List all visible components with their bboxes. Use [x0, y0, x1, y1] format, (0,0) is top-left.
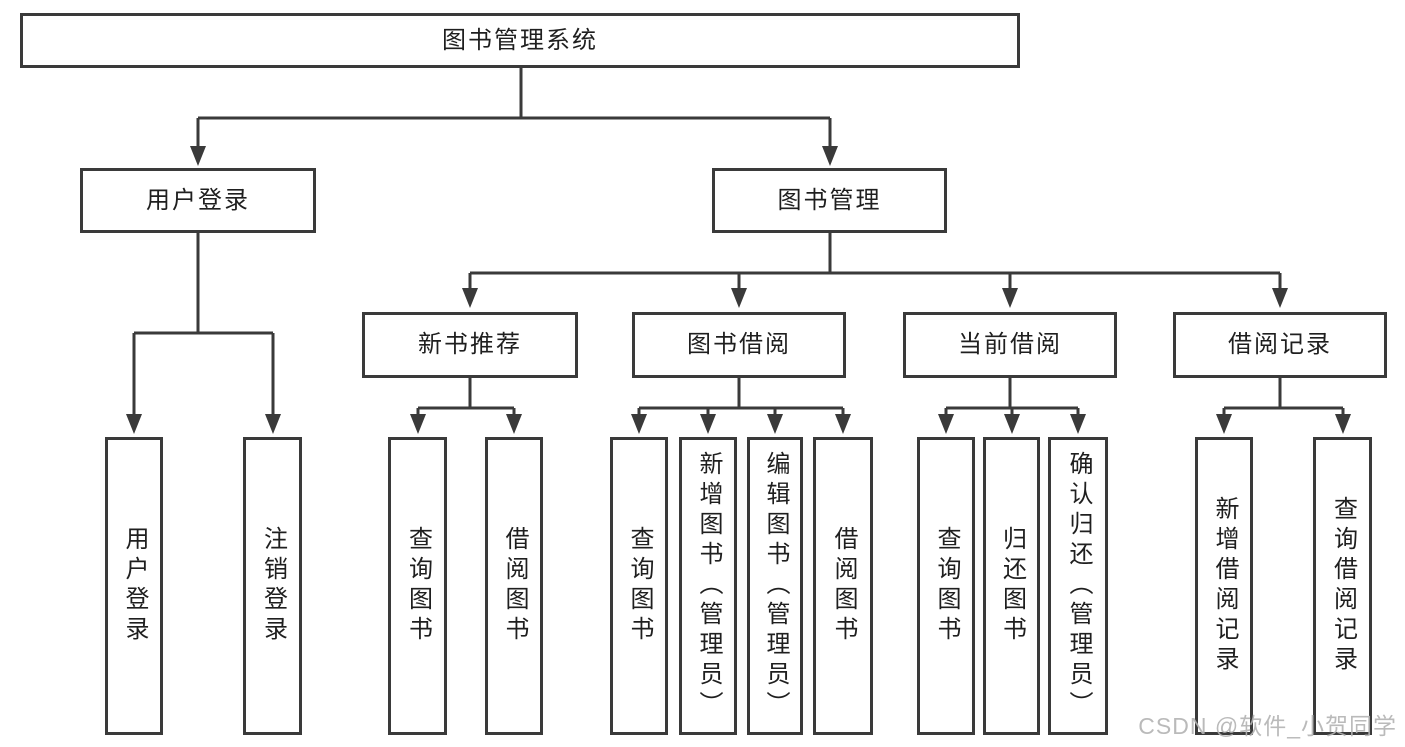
node-new-book-recommend: 新书推荐	[362, 312, 578, 378]
csdn-watermark: CSDN @软件_小贺同学	[1138, 713, 1397, 739]
leaf-add-books-admin: 新增图书（管理员）	[679, 437, 737, 735]
node-label: 用户登录	[146, 186, 250, 214]
node-label: 新增借阅记录	[1211, 496, 1238, 676]
leaf-query-borrow-record: 查询借阅记录	[1313, 437, 1372, 735]
node-book-management: 图书管理	[712, 168, 947, 233]
leaf-add-borrow-record: 新增借阅记录	[1195, 437, 1253, 735]
node-label: 注销登录	[259, 526, 287, 646]
leaf-user-login: 用户登录	[105, 437, 163, 735]
node-label: 图书管理系统	[442, 26, 598, 54]
node-book-borrowing: 图书借阅	[632, 312, 846, 378]
leaf-logout: 注销登录	[243, 437, 302, 735]
connector-root-to-level2	[190, 68, 838, 166]
leaf-edit-books-admin: 编辑图书（管理员）	[747, 437, 803, 735]
node-user-login: 用户登录	[80, 168, 316, 233]
node-label: 编辑图书（管理员）	[762, 451, 789, 721]
connector-userlogin-to-leaves	[126, 233, 281, 434]
connector-bookmgmt-to-level3	[462, 233, 1288, 308]
node-label: 借阅图书	[830, 526, 857, 646]
leaf-borrow-books: 借阅图书	[813, 437, 873, 735]
node-label: 借阅图书	[501, 526, 528, 646]
leaf-borrow-books-recommend: 借阅图书	[485, 437, 543, 735]
connector-borrowing-to-leaves	[631, 378, 851, 434]
leaf-confirm-return-admin: 确认归还（管理员）	[1048, 437, 1108, 735]
connector-records-to-leaves	[1216, 378, 1351, 434]
leaf-query-books-current: 查询图书	[917, 437, 975, 735]
node-label: 当前借阅	[958, 331, 1062, 358]
node-label: 新书推荐	[418, 331, 522, 358]
node-label: 查询借阅记录	[1329, 496, 1357, 676]
leaf-query-books-recommend: 查询图书	[388, 437, 447, 735]
connector-newbooks-to-leaves	[410, 378, 522, 434]
node-label: 查询图书	[404, 526, 432, 646]
node-label: 查询图书	[626, 526, 653, 646]
node-label: 归还图书	[998, 526, 1026, 646]
node-label: 图书借阅	[687, 331, 791, 358]
node-label: 图书管理	[777, 186, 882, 214]
node-borrowing-records: 借阅记录	[1173, 312, 1387, 378]
node-label: 借阅记录	[1228, 331, 1332, 358]
node-label: 确认归还（管理员）	[1065, 451, 1092, 721]
node-label: 新增图书（管理员）	[695, 451, 722, 721]
node-root-library-system: 图书管理系统	[20, 13, 1020, 68]
node-label: 用户登录	[121, 526, 148, 646]
node-current-borrowing: 当前借阅	[903, 312, 1117, 378]
connector-current-to-leaves	[938, 378, 1086, 434]
node-label: 查询图书	[933, 526, 960, 646]
leaf-query-books-borrowing: 查询图书	[610, 437, 668, 735]
leaf-return-books: 归还图书	[983, 437, 1040, 735]
